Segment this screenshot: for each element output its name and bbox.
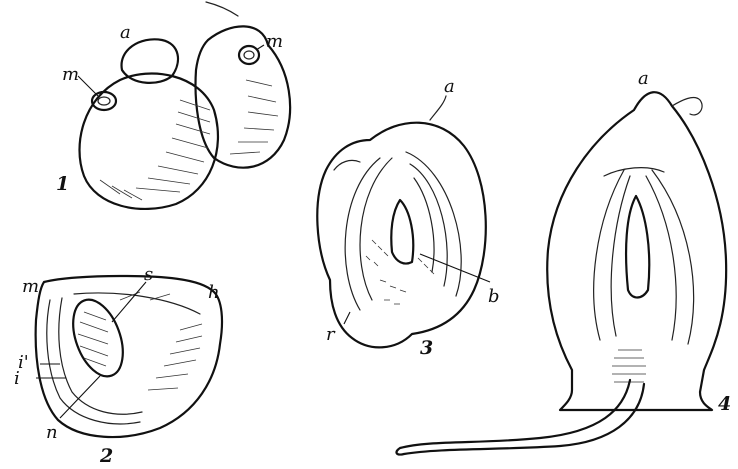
fig1-left-ovule (80, 73, 218, 208)
fig1-micropyle-right (239, 46, 259, 64)
fig2-label-h: h (208, 282, 220, 303)
fig4-embryo-sac (626, 196, 649, 298)
fig3-number: 3 (420, 337, 433, 359)
fig2-seed (64, 293, 133, 383)
fig3-outline (317, 123, 486, 348)
fig3-label-r: r (326, 324, 336, 345)
fig1-label-m-right: m (266, 31, 283, 52)
fig1-number: 1 (56, 173, 69, 195)
figure-2: m s h i' i n 2 (14, 264, 222, 467)
fig3-embryo-sac (391, 200, 413, 264)
fig2-label-m: m (22, 276, 39, 297)
fig4-funicle (397, 380, 644, 455)
fig3-label-a: a (444, 76, 455, 97)
fig1-label-a: a (120, 22, 131, 43)
fig1-funicle (206, 2, 238, 16)
fig4-number: 4 (718, 393, 731, 415)
fig2-outline (36, 276, 222, 437)
fig2-integument-outer (47, 300, 140, 424)
fig1-label-m-left: m (62, 64, 79, 85)
fig2-label-i: i (14, 368, 20, 389)
fig2-number: 2 (99, 445, 113, 467)
figure-3: a b r 3 (317, 76, 499, 359)
fig3-label-b: b (488, 286, 500, 307)
fig4-label-a: a (638, 68, 649, 89)
figure-1: a m m 1 (56, 2, 290, 209)
fig2-label-s: s (144, 264, 153, 285)
fig2-integument-inner (59, 298, 142, 414)
fig2-label-n: n (46, 422, 58, 443)
fig4-outline (547, 92, 726, 410)
fig3-funicle (334, 96, 446, 170)
figure-4: a 4 (397, 68, 732, 455)
